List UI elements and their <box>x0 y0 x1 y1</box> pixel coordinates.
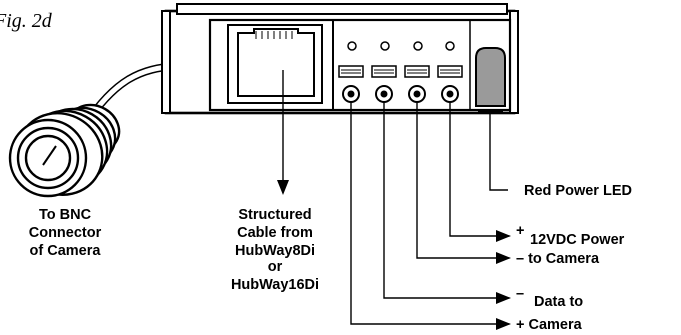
data-minus-label: Data to <box>534 294 583 310</box>
data-plus-label: + Camera <box>516 317 583 333</box>
rj-jack <box>227 24 323 104</box>
data-minus-sign: – <box>516 286 524 302</box>
wire-slot-4 <box>437 65 463 78</box>
power-led-label: Red Power LED <box>524 183 632 199</box>
arrow-cable <box>277 180 289 195</box>
wire-slot-2 <box>371 65 397 78</box>
svg-text:Connector: Connector <box>29 225 102 241</box>
svg-text:Structured: Structured <box>238 207 311 223</box>
arrow-data-minus <box>496 292 511 304</box>
arrow-data-plus <box>496 318 511 330</box>
arrow-power-plus <box>496 230 511 242</box>
power-plus-sign: + <box>516 223 524 239</box>
terminal-hole-3 <box>413 41 423 51</box>
power-minus-label: – to Camera <box>516 251 600 267</box>
wire-slot-1 <box>338 65 364 78</box>
leader-lines <box>282 70 508 325</box>
svg-text:To BNC: To BNC <box>39 207 92 223</box>
power-led <box>475 47 506 114</box>
svg-text:of Camera: of Camera <box>30 243 102 259</box>
bnc-label: To BNC Connector of Camera <box>29 207 102 259</box>
figure-label: Fig. 2d <box>0 10 53 32</box>
svg-text:Cable from: Cable from <box>237 225 313 241</box>
svg-text:HubWay8Di: HubWay8Di <box>235 243 315 259</box>
svg-text:or: or <box>268 259 283 275</box>
cable-label: Structured Cable from HubWay8Di or HubWa… <box>231 207 319 293</box>
svg-text:HubWay16Di: HubWay16Di <box>231 277 319 293</box>
power-plus-label: 12VDC Power <box>530 232 625 248</box>
terminal-hole-1 <box>347 41 357 51</box>
terminal-hole-4 <box>445 41 455 51</box>
wire-slot-3 <box>404 65 430 78</box>
bnc-connector <box>8 103 121 198</box>
arrow-power-minus <box>496 252 511 264</box>
arrowheads <box>277 180 511 330</box>
power-led-lens <box>475 47 506 107</box>
terminal-hole-2 <box>380 41 390 51</box>
